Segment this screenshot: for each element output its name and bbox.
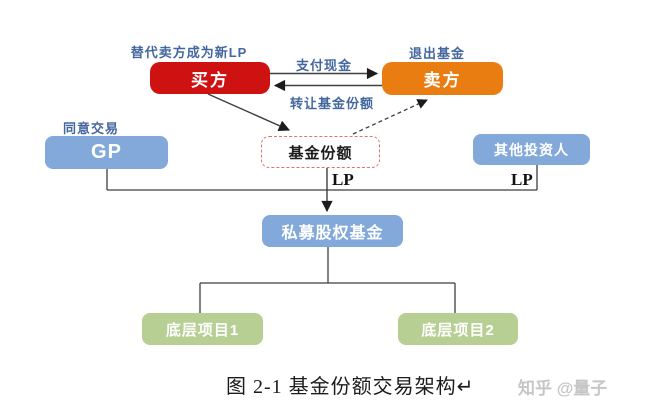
label-lp-right: LP (511, 170, 533, 189)
label-pay-cash: 支付现金 (295, 58, 353, 73)
node-underlying-project-2: 底层项目2 (398, 313, 518, 345)
label-transfer-share: 转让基金份额 (289, 96, 375, 111)
zhihu-watermark: 知乎 @量子 (518, 379, 608, 398)
label-lp-center: LP (332, 170, 354, 189)
label-become-new-lp: 替代卖方成为新LP (130, 45, 248, 60)
label-agree-trade: 同意交易 (62, 121, 120, 136)
node-underlying-project-1: 底层项目1 (142, 313, 263, 345)
figure-caption-text: 图 2-1 基金份额交易架构 (226, 376, 457, 398)
node-gp: GP (45, 136, 168, 169)
node-pe-fund: 私募股权基金 (262, 215, 403, 247)
node-fund-share: 基金份额 (261, 136, 380, 168)
return-mark-icon: ↵ (456, 376, 475, 398)
edge-buyer-to-share-arrow (207, 93, 291, 132)
node-other-investors: 其他投资人 (473, 134, 590, 165)
label-exit-fund: 退出基金 (408, 46, 466, 61)
node-buyer: 买方 (150, 62, 270, 94)
node-seller: 卖方 (382, 62, 503, 95)
figure-caption: 图 2-1 基金份额交易架构↵ (226, 370, 474, 399)
